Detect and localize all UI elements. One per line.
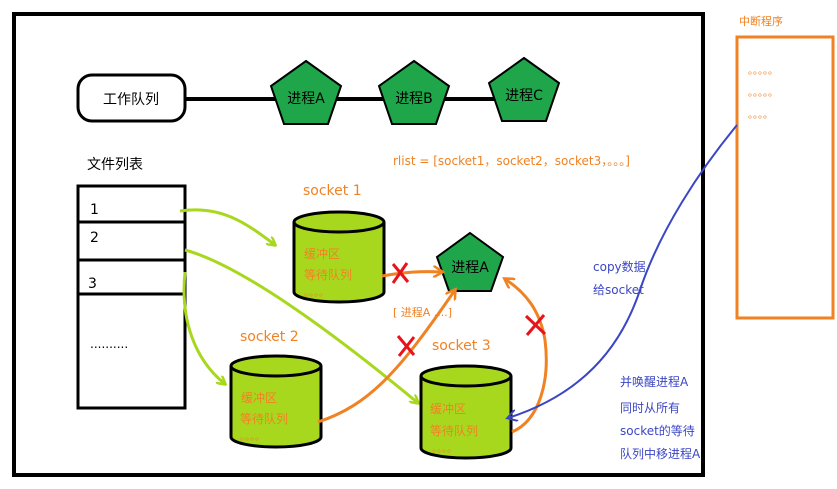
socket-1-title: socket 1 [303,183,362,199]
socket-2-cylinder [229,366,323,449]
process-c-label: 进程C [505,88,543,104]
wait-queue-links [317,272,548,434]
socket-1-buffer: 缓冲区 [304,246,340,261]
link-file2-socket3 [184,248,418,403]
socket-3-dots: 。。。。 [432,444,457,455]
interrupt-dots-1: 。。。。。 [748,66,778,77]
file-list-title: 文件列表 [87,157,143,173]
wake-note-line-3: socket的等待 [620,423,695,438]
interrupt-title: 中断程序 [739,14,783,28]
socket-2-wait-queue: 等待队列 [240,411,288,426]
socket-3-title: socket 3 [432,338,491,354]
process-c-node [487,56,561,122]
link-socket2-process-a [317,290,455,424]
main-frame [12,12,705,477]
wake-note-line-4: 队列中移进程A [620,446,701,461]
socket-2-title: socket 2 [240,329,299,345]
socket-1: socket 1 缓冲区 等待队列 。。。。 [292,183,386,304]
copy-note-line-1: copy数据 [593,259,646,274]
removed-marks [391,262,547,357]
socket-2-buffer: 缓冲区 [241,390,277,405]
file-to-socket-links [179,208,418,403]
interrupt-dots-2: 。。。。。 [748,88,778,99]
work-queue-label: 工作队列 [103,92,159,108]
socket-1-wait-queue: 等待队列 [304,267,352,282]
work-queue: 工作队列 进程A 进程B 进程C [76,56,561,125]
copy-note: copy数据 给socket [593,259,646,297]
link-file1-socket1 [179,208,275,245]
socket-3: socket 3 缓冲区 等待队列 。。。。 [419,338,513,460]
socket-3-cylinder-top [419,364,513,388]
socket-3-wait-queue: 等待队列 [430,423,478,438]
socket-2-cylinder-top [229,354,323,378]
socket-1-cylinder-top [292,210,386,234]
cross-icon [396,335,416,357]
link-file3-socket2 [182,271,225,384]
interrupt-dots-3: 。。。。 [748,110,773,121]
rlist-text: rlist = [socket1，socket2，socket3，。。。] [393,154,630,168]
file-row-more: .......... [90,337,128,351]
link-socket3-process-a [505,279,548,434]
process-b-label: 进程B [395,91,433,107]
interrupt-to-socket3-link [508,124,738,418]
process-a-node [269,59,343,125]
file-list-table [76,184,187,410]
cross-icon [524,314,547,336]
socket-2: socket 2 缓冲区 等待队列 。。。。 [229,329,323,449]
file-row-2: 2 [90,230,99,246]
process-b-node [377,59,451,125]
process-a-label: 进程A [287,91,325,107]
file-list: 文件列表 1 2 3 .......... [76,157,187,410]
socket-2-dots: 。。。。 [240,432,265,443]
socket-3-buffer: 缓冲区 [430,401,466,416]
copy-note-line-2: 给socket [593,283,644,297]
work-queue-box [76,73,187,123]
wake-note: 并唤醒进程A 同时从所有 socket的等待 队列中移进程A [620,374,701,461]
socket-3-cylinder [419,376,513,460]
process-a-blocked: 进程A [ 进程A ....] [393,231,505,319]
socket-1-cylinder [292,222,386,304]
process-a-blocked-node [435,231,505,292]
socket-1-dots: 。。。。 [304,288,329,299]
wake-note-line-2: 同时从所有 [620,401,680,415]
file-row-3: 3 [88,276,97,292]
interrupt-box [735,35,835,320]
link-socket1-process-a [381,272,442,276]
file-row-1: 1 [90,202,99,218]
process-a-blocked-label: 进程A [451,260,489,276]
cross-icon [391,262,410,284]
interrupt-handler: 中断程序 。。。。。 。。。。。 。。。。 [735,14,835,320]
wake-note-line-1: 并唤醒进程A [620,374,689,389]
